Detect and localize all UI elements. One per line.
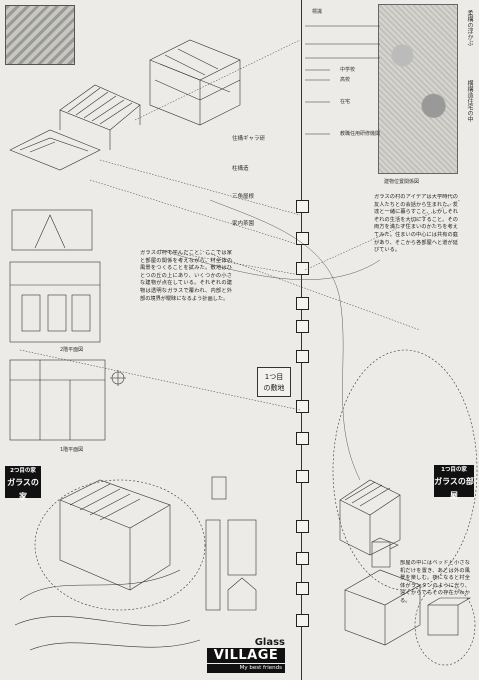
- center-body-text: ガラスの村で学んだこと。ここでは家と部屋の関係を考えながら、村全体の風景をつくる…: [140, 250, 232, 302]
- right-bottom-body-text: 部屋の中にはベッドと小さな机だけを置き、あとは外の風景を楽しむ。夜になると村全体…: [400, 560, 470, 604]
- badge-main-text: ガラスの部屋: [434, 477, 474, 500]
- timeline-label: 中学校: [340, 67, 356, 73]
- annotation-label: 三角屋根: [232, 194, 255, 200]
- model-photo: [5, 5, 75, 65]
- timeline-marker: [296, 320, 309, 333]
- timeline-marker: [296, 432, 309, 445]
- timeline-head-label: 標識: [312, 9, 323, 15]
- timeline-marker: [296, 470, 309, 483]
- timeline-label: 高校: [340, 77, 351, 83]
- annotation-label: 家内茶園: [232, 221, 255, 227]
- annotation-label: 柱構造: [232, 166, 249, 172]
- site-label-line1: 1つ目: [264, 373, 284, 381]
- timeline-marker: [296, 520, 309, 533]
- badge-top-text: 2つ目の家: [10, 468, 36, 474]
- timeline-marker: [296, 552, 309, 565]
- timeline-marker: [296, 232, 309, 245]
- site-map: [378, 4, 458, 174]
- map-caption: 建物位置関係図: [384, 179, 420, 185]
- timeline-label: 教職任用研修機関: [340, 131, 381, 137]
- site-label-line2: の敷地: [263, 384, 285, 392]
- timeline-marker: [296, 614, 309, 627]
- timeline-marker: [296, 350, 309, 363]
- house-badge: 2つ目の家 ガラスの家: [5, 466, 41, 501]
- title-block: Glass VILLAGE My best friends: [207, 637, 285, 677]
- right-body-text: ガラスの村のアイデアは大学時代の友人たちとの会話から生まれた。友達と一緒に暮らす…: [374, 194, 458, 254]
- timeline-marker: [296, 297, 309, 310]
- vertical-title-top: 柔構の浮かぶ: [466, 10, 473, 46]
- annotation-label: 住構ギャラ研: [232, 136, 266, 142]
- badge-main-text: ガラスの家: [7, 478, 39, 501]
- title-subtitle: My best friends: [207, 664, 285, 673]
- badge-top-text: 1つ目の家: [441, 467, 467, 473]
- title-glass: Glass: [254, 637, 285, 648]
- room-badge: 1つ目の家 ガラスの部屋: [434, 465, 474, 500]
- title-village: VILLAGE: [207, 648, 285, 663]
- site-label-box: 1つ目 の敷地: [257, 367, 291, 397]
- vertical-title-mid: 横構造住宅の中: [466, 80, 473, 122]
- plan-1f-caption: 1階平面図: [60, 447, 84, 453]
- timeline-marker: [296, 200, 309, 213]
- timeline-marker: [296, 582, 309, 595]
- timeline-label: 在宅: [340, 99, 351, 105]
- timeline-axis: [301, 0, 302, 680]
- plan-2f-caption: 2階平面図: [60, 347, 84, 353]
